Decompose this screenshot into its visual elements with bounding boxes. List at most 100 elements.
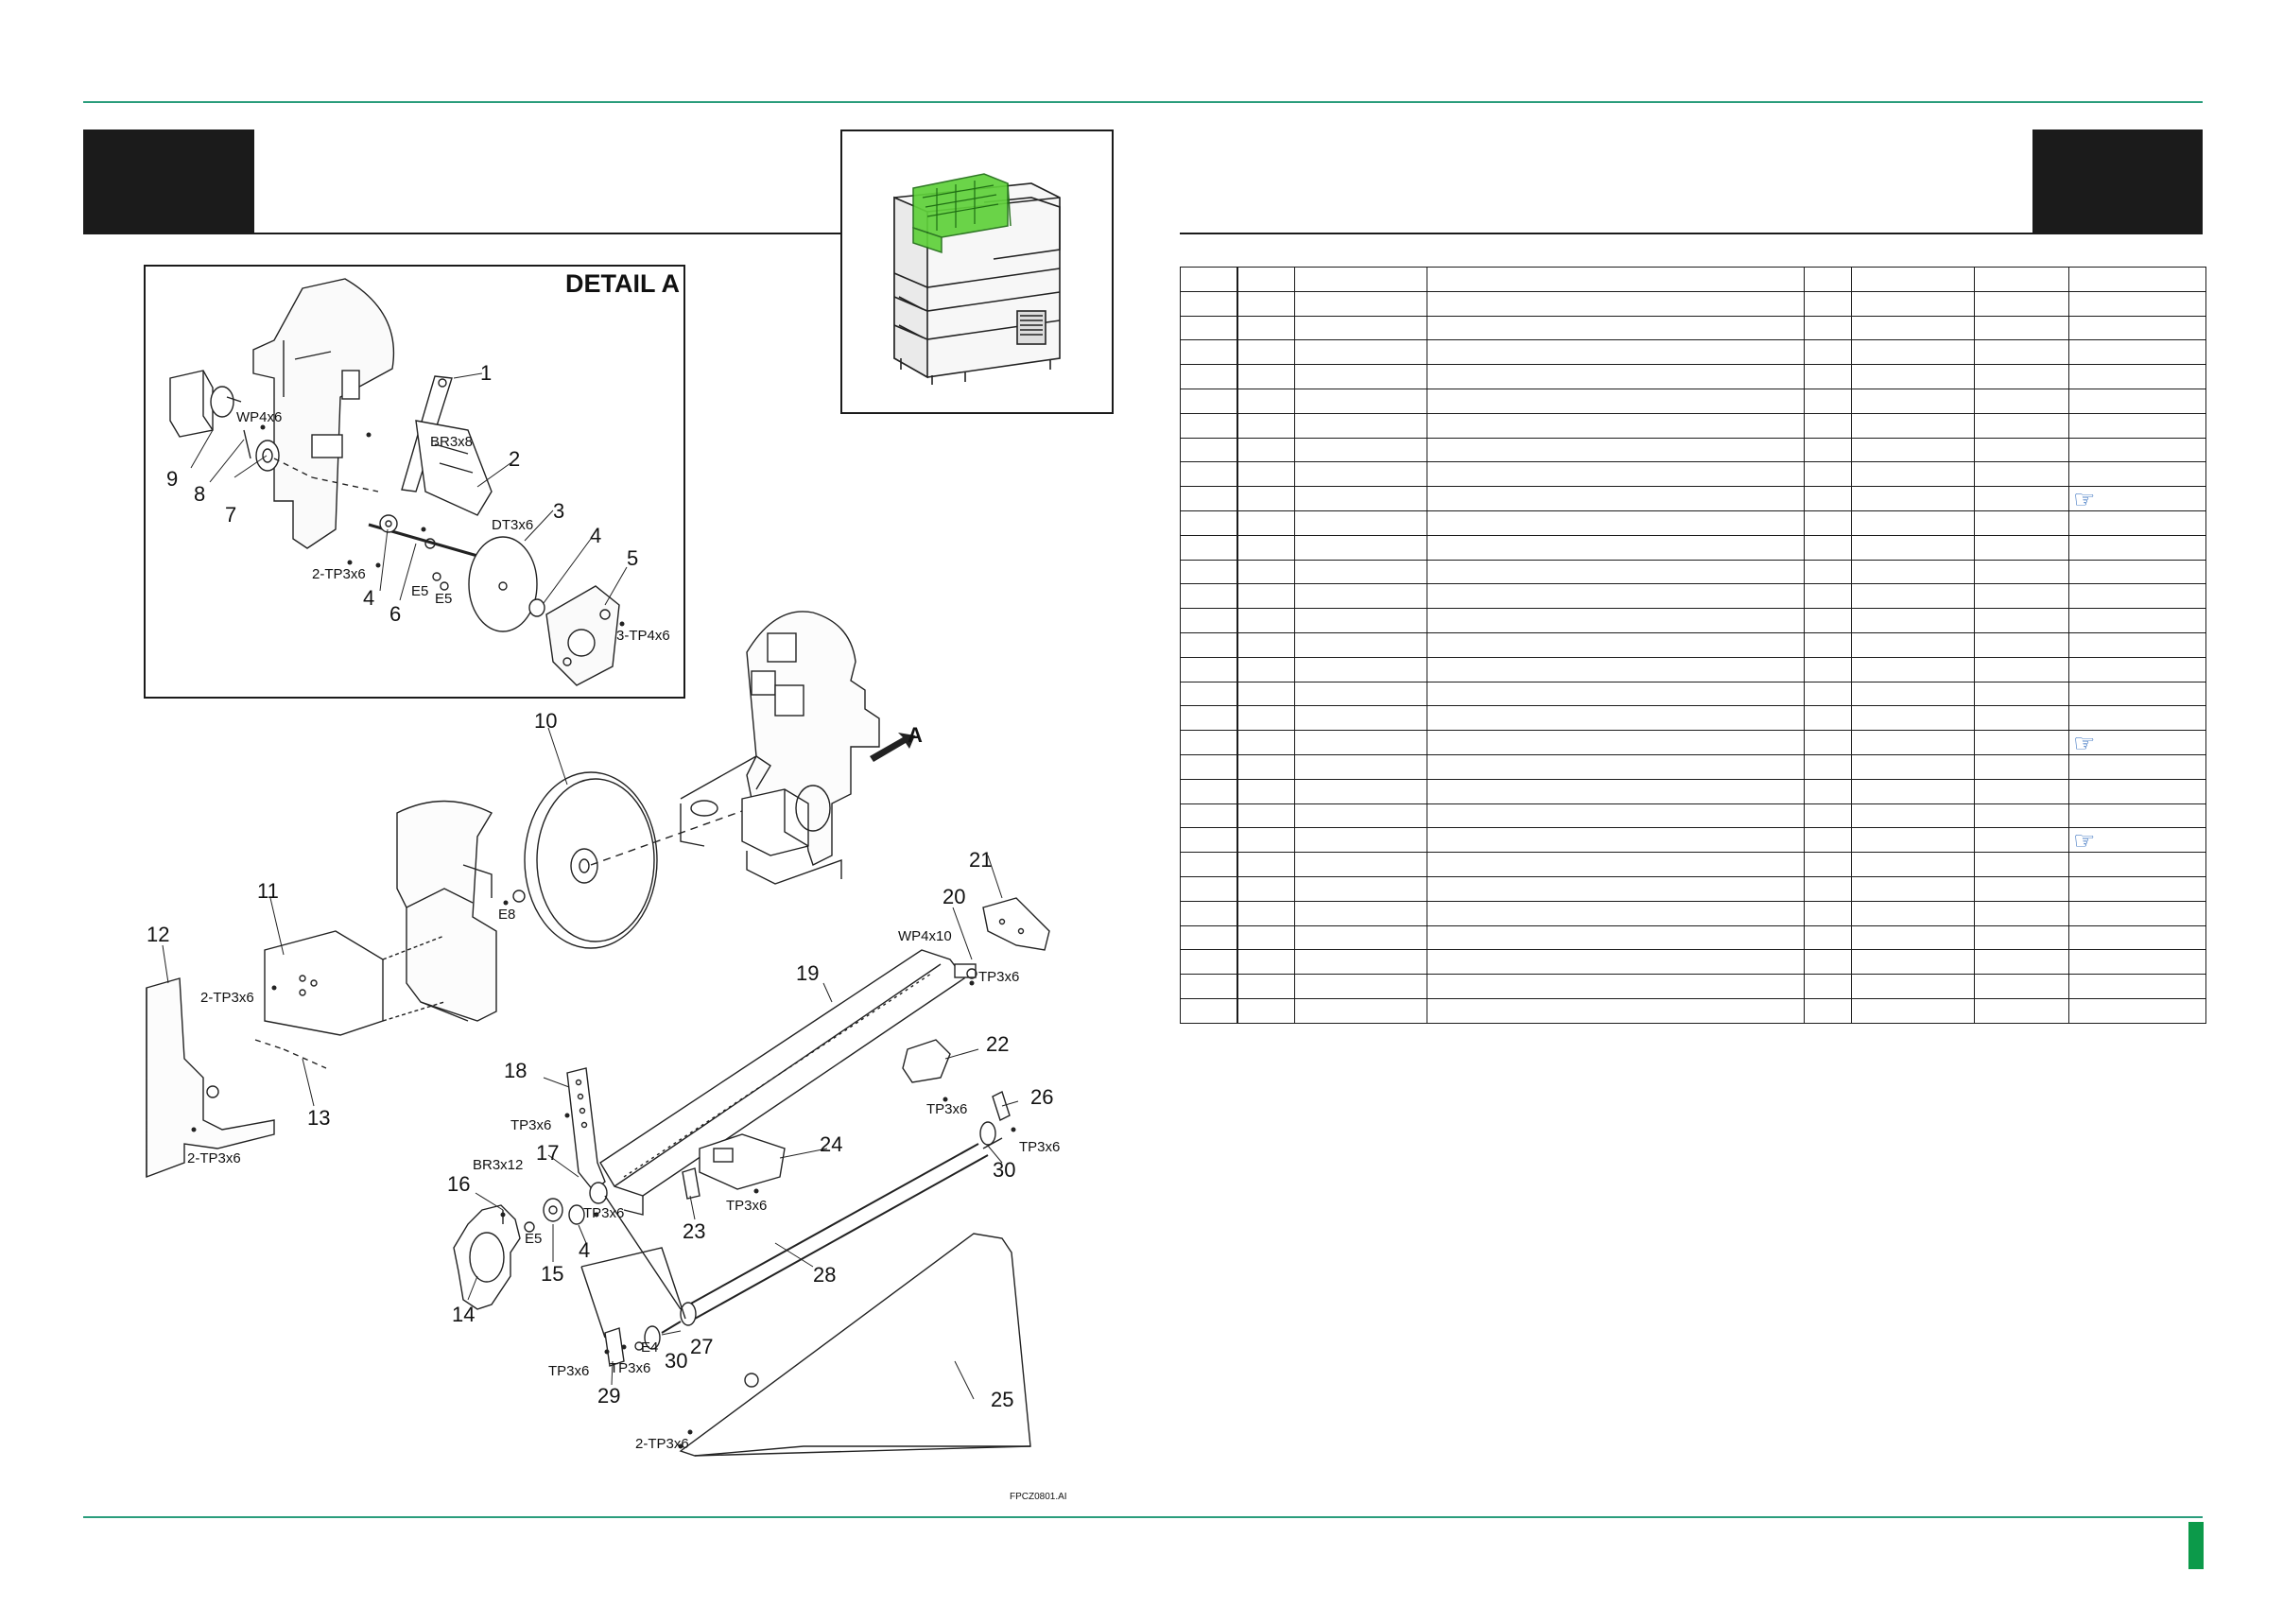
table-cell [1804,656,1853,682]
table-cell [1293,997,1427,1024]
callout-3: 3 [553,499,564,523]
table-cell [2068,461,2206,488]
table-cell [1237,974,1295,999]
table-cell [1851,510,1976,536]
left-header-rule [254,233,840,234]
table-cell [1804,803,1853,829]
table-cell [1974,437,2070,463]
table-cell [1293,534,1427,561]
callout-1: 1 [480,361,492,385]
table-cell [2068,803,2206,829]
table-cell [1974,412,2070,439]
table-cell [1426,315,1806,341]
table-cell [1426,827,1806,854]
table-cell [2068,388,2206,414]
table-cell [1426,388,1806,414]
table-cell [1804,461,1853,488]
table-cell [1180,778,1239,804]
table-cell [1426,559,1806,585]
fastener-br3x8: BR3x8 [430,434,473,450]
table-cell [1293,949,1427,976]
table-cell [1180,949,1239,976]
table-cell [1293,852,1427,877]
parts-table: ☞ ☞ ☞ [1180,267,2206,1024]
table-cell [1293,631,1427,658]
table-cell [2068,753,2206,780]
table-cell [2068,681,2206,707]
parts-table-body: ☞ ☞ ☞ [1180,267,2206,1024]
table-cell [1804,339,1853,366]
table-row [1180,631,2206,658]
table-row [1180,559,2206,585]
fastener-wp4x6: WP4x6 [236,409,282,425]
table-cell [1237,753,1295,780]
table-cell [1804,997,1853,1024]
fastener-tp3x6-26: TP3x6 [1019,1139,1060,1155]
callout-14: 14 [452,1303,475,1326]
table-cell [2068,997,2206,1024]
view-a-label: A [908,723,923,747]
table-row [1180,510,2206,536]
table-cell [2068,852,2206,877]
table-cell [1804,730,1853,755]
callout-24: 24 [820,1132,842,1156]
table-cell [1851,827,1976,854]
table-cell [1974,900,2070,926]
table-cell [1804,364,1853,389]
table-cell [1851,997,1976,1024]
table-cell [2068,583,2206,610]
table-cell [1293,364,1427,389]
table-cell [1180,730,1239,755]
table-cell [1426,681,1806,707]
table-row [1180,412,2206,439]
callout-12: 12 [147,923,169,946]
table-row [1180,608,2206,633]
callout-18: 18 [504,1059,527,1082]
table-cell [1237,949,1295,976]
table-cell [1974,730,2070,755]
table-row [1180,900,2206,926]
table-cell [1974,974,2070,999]
printer-location-illustration [893,173,1061,385]
table-cell [1426,852,1806,877]
callout-7: 7 [225,503,236,527]
table-cell [1426,753,1806,780]
callout-17: 17 [536,1141,559,1165]
table-cell [1851,437,1976,463]
table-cell [1293,753,1427,780]
table-cell [1293,315,1427,341]
pointing-hand-icon[interactable]: ☞ [2073,728,2096,757]
table-row [1180,924,2206,951]
figure-code: FPCZ0801.AI [1010,1492,1067,1502]
table-cell [1804,852,1853,877]
pointing-hand-icon[interactable]: ☞ [2073,825,2096,855]
table-row [1180,974,2206,999]
table-cell [1293,730,1427,755]
detail-a-frame [144,265,685,699]
table-cell [1237,461,1295,488]
table-cell [1851,900,1976,926]
table-cell [1851,608,1976,633]
table-cell: ☞ [2068,825,2206,855]
table-cell [1293,705,1427,732]
table-cell [1237,437,1295,463]
table-cell [1974,997,2070,1024]
left-header-block [83,130,254,234]
right-header-rule [1180,233,2032,234]
table-row [1180,852,2206,877]
table-cell [1237,900,1295,926]
table-cell [1426,997,1806,1024]
pointing-hand-icon[interactable]: ☞ [2073,484,2096,513]
table-cell [1180,852,1239,877]
table-cell [1237,364,1295,389]
table-cell [2068,875,2206,902]
table-row [1180,364,2206,389]
table-cell [1851,290,1976,317]
table-cell [1180,997,1239,1024]
table-cell [1180,486,1239,511]
table-cell [1426,875,1806,902]
table-cell [1974,778,2070,804]
view-a-arrow [870,733,915,762]
table-cell [1237,315,1295,341]
bottom-green-rule [83,1516,2203,1518]
